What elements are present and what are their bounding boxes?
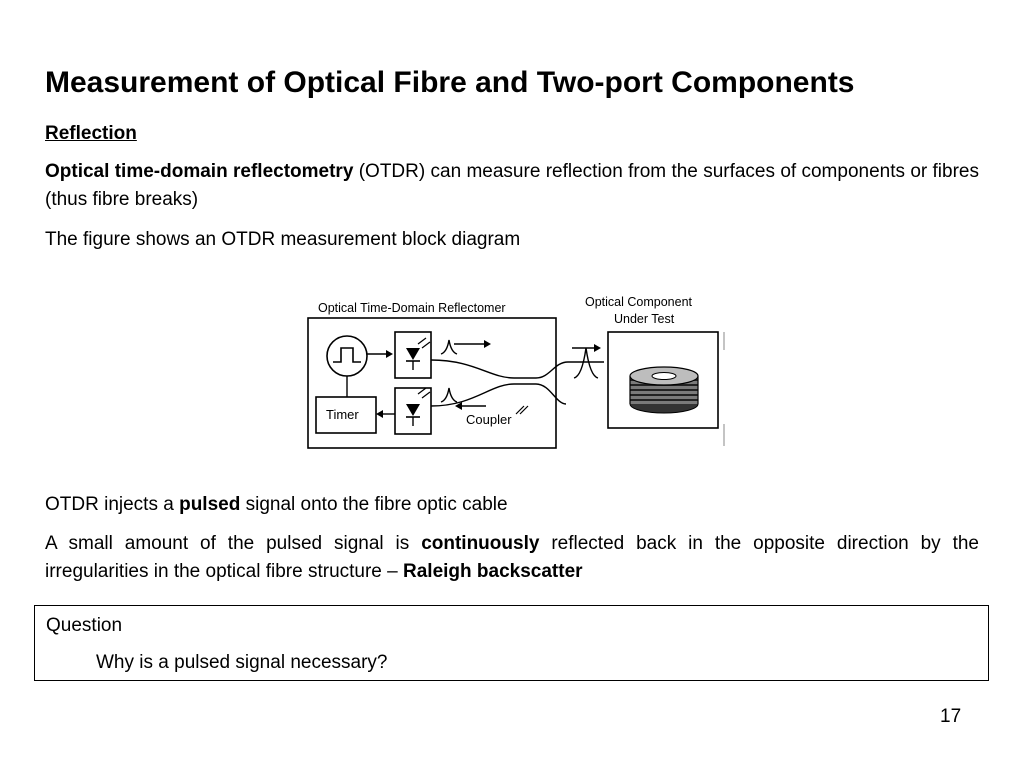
pulsed-signal-paragraph: OTDR injects a pulsed signal onto the fi… (45, 491, 979, 519)
photodetector-box (394, 387, 432, 435)
otdr-block-diagram: Optical Time-Domain Reflectomer Timer (307, 295, 725, 449)
reflectometer-label: Optical Time-Domain Reflectomer (318, 301, 506, 315)
reflectometer-enclosure (307, 317, 557, 449)
arrowhead-icon (455, 402, 462, 410)
pulse-symbol-icon (333, 347, 361, 363)
timer-box (315, 396, 377, 434)
returning-pulse-icon (440, 387, 458, 403)
reflected-signal-mark (515, 405, 529, 415)
otdr-definition-text: (OTDR) can measure reflection from the s… (45, 161, 979, 210)
question-box: Question Why is a pulsed signal necessar… (34, 605, 989, 681)
pulse-generator (326, 335, 368, 377)
figure-intro-paragraph: The figure shows an OTDR measurement blo… (45, 229, 521, 250)
otdr-definition-paragraph: Optical time-domain reflectometry (OTDR)… (45, 158, 979, 214)
component-label-line2: Under Test (614, 312, 675, 326)
photodiode-icon (406, 404, 420, 416)
page-number: 17 (940, 706, 962, 727)
question-label: Question (46, 615, 123, 636)
component-under-test-box (607, 331, 719, 429)
laser-source-box (394, 331, 432, 379)
test-pulse-icon (573, 347, 599, 379)
emission-arrow-icon (417, 337, 431, 349)
backscatter-paragraph: A small amount of the pulsed signal is c… (45, 530, 979, 586)
source-fibre (430, 359, 604, 379)
section-heading: Reflection (45, 123, 137, 144)
arrowhead-icon (484, 340, 491, 348)
pulsed-intro-text: OTDR injects a (45, 494, 180, 515)
question-text: Why is a pulsed signal necessary? (96, 652, 388, 673)
arrowhead-icon (386, 350, 393, 358)
backscatter-intro-text: A small amount of the pulsed signal is (45, 533, 422, 554)
outgoing-pulse-icon (440, 339, 458, 355)
component-label-line1: Optical Component (585, 295, 693, 309)
slide-title: Measurement of Optical Fibre and Two-por… (45, 66, 855, 99)
arrowhead-icon (376, 410, 383, 418)
laser-diode-icon (406, 348, 420, 360)
pulsed-term: pulsed (179, 494, 241, 515)
pulsed-rest-text: signal onto the fibre optic cable (240, 494, 508, 515)
otdr-term: Optical time-domain reflectometry (45, 161, 354, 182)
coupler-label: Coupler (466, 412, 512, 427)
arrowhead-icon (594, 344, 601, 352)
backscatter-middle-text: reflected back in the opposite direction… (45, 533, 979, 582)
return-fibre (430, 383, 567, 407)
fibre-spool-icon (629, 366, 699, 414)
raleigh-backscatter-term: Raleigh backscatter (403, 561, 583, 582)
continuously-term: continuously (421, 533, 540, 554)
timer-label: Timer (326, 407, 359, 422)
incident-light-arrow-icon (417, 387, 431, 399)
